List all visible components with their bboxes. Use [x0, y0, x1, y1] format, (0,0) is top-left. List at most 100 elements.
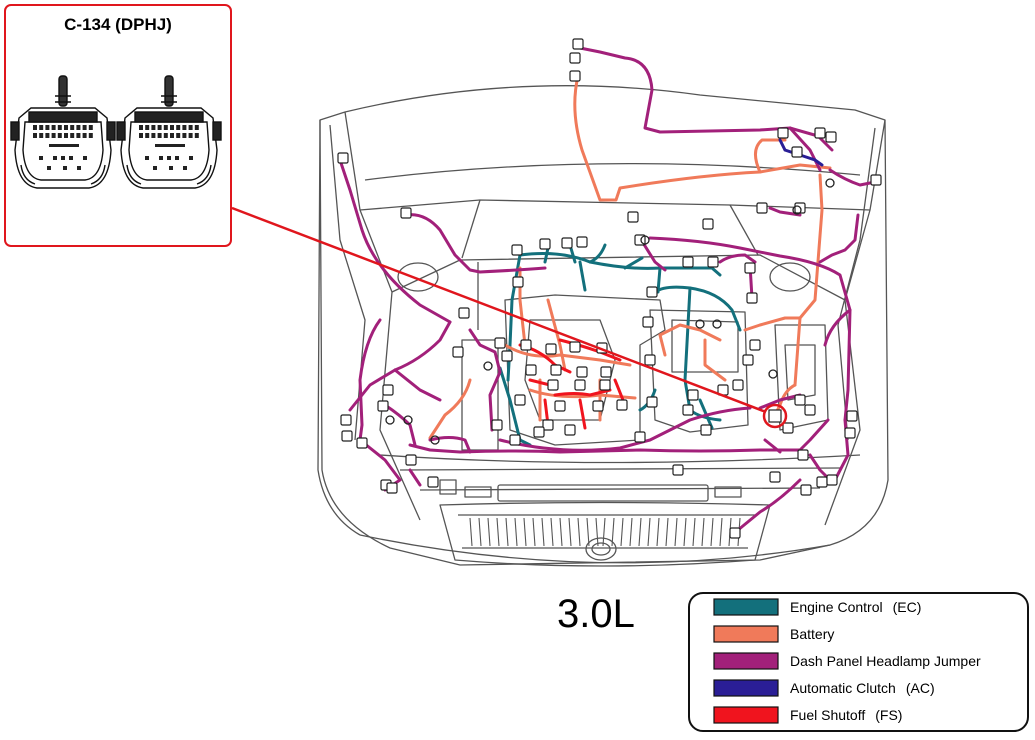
harness-connector[interactable] — [458, 307, 470, 319]
harness-connector[interactable] — [634, 234, 646, 246]
legend-swatch — [713, 679, 779, 697]
harness-connector[interactable] — [756, 202, 768, 214]
legend-label: Fuel Shutoff(FS) — [790, 707, 902, 723]
harness-connector[interactable] — [545, 343, 557, 355]
legend-swatch — [713, 706, 779, 724]
harness-connector[interactable] — [569, 341, 581, 353]
harness-connector[interactable] — [599, 379, 611, 391]
harness-connector[interactable] — [509, 434, 521, 446]
harness-connector[interactable] — [700, 424, 712, 436]
harness-connector[interactable] — [547, 379, 559, 391]
harness-connector[interactable] — [794, 394, 806, 406]
harness-connector[interactable] — [744, 262, 756, 274]
harness-connector[interactable] — [576, 366, 588, 378]
legend-swatch — [713, 625, 779, 643]
harness-connector[interactable] — [340, 414, 352, 426]
harness-connector[interactable] — [672, 464, 684, 476]
harness-connector[interactable] — [533, 426, 545, 438]
harness-connector[interactable] — [511, 244, 523, 256]
harness-connector[interactable] — [564, 424, 576, 436]
grille-slats — [469, 517, 741, 547]
ring-terminals — [385, 178, 835, 445]
harness-connector[interactable] — [816, 476, 828, 488]
legend-row: Automatic Clutch(AC) — [713, 679, 935, 697]
harness-connector[interactable] — [561, 237, 573, 249]
harness-connector[interactable] — [494, 337, 506, 349]
harness-connector[interactable] — [682, 404, 694, 416]
harness-connector[interactable] — [550, 364, 562, 376]
harness-connector[interactable] — [769, 471, 781, 483]
harness-connector[interactable] — [427, 476, 439, 488]
legend-swatch — [713, 598, 779, 616]
connector-view-right — [116, 75, 222, 189]
harness-connector[interactable] — [646, 286, 658, 298]
harness-connector[interactable] — [501, 350, 513, 362]
harness-connector[interactable] — [600, 366, 612, 378]
c-134-highlight-ring — [762, 403, 788, 429]
legend-row: Engine Control(EC) — [713, 598, 921, 616]
harness-connector[interactable] — [542, 419, 554, 431]
harness-connector[interactable] — [844, 427, 856, 439]
harness-connector[interactable] — [644, 354, 656, 366]
harness-connector[interactable] — [405, 454, 417, 466]
harness-connector[interactable] — [616, 399, 628, 411]
harness-connector[interactable] — [687, 389, 699, 401]
harness-connector[interactable] — [826, 474, 838, 486]
connector-view-left — [10, 75, 116, 189]
harness-connector[interactable] — [525, 364, 537, 376]
harness-connector[interactable] — [576, 236, 588, 248]
callout-title: C-134 (DPHJ) — [64, 15, 172, 34]
harness-connector[interactable] — [729, 527, 741, 539]
harness-battery — [428, 74, 832, 440]
c-134-connector[interactable] — [768, 409, 782, 423]
harness-connector[interactable] — [746, 292, 758, 304]
harness-connector[interactable] — [574, 379, 586, 391]
harness-connector[interactable] — [749, 339, 761, 351]
harness-connector[interactable] — [572, 38, 584, 50]
harness-connector[interactable] — [341, 430, 353, 442]
harness-connector[interactable] — [791, 146, 803, 158]
harness-connector[interactable] — [400, 207, 412, 219]
harness-connector[interactable] — [491, 419, 503, 431]
harness-connector[interactable] — [356, 437, 368, 449]
callout-leader-line — [231, 206, 767, 414]
harness-connector[interactable] — [825, 131, 837, 143]
legend-row: Fuel Shutoff(FS) — [713, 706, 902, 724]
harness-connector[interactable] — [627, 211, 639, 223]
harness-connector[interactable] — [592, 400, 604, 412]
harness-connector[interactable] — [814, 127, 826, 139]
harness-connector[interactable] — [337, 152, 349, 164]
harness-connector[interactable] — [634, 431, 646, 443]
harness-connector[interactable] — [514, 394, 526, 406]
harness-connector[interactable] — [386, 482, 398, 494]
harness-connector[interactable] — [382, 384, 394, 396]
harness-connector[interactable] — [742, 354, 754, 366]
legend-row: Battery — [713, 625, 834, 643]
harness-connector[interactable] — [804, 404, 816, 416]
harness-connector[interactable] — [569, 70, 581, 82]
harness-connector[interactable] — [646, 396, 658, 408]
harness-connector[interactable] — [569, 52, 581, 64]
harness-connector[interactable] — [797, 449, 809, 461]
harness-connector[interactable] — [777, 127, 789, 139]
harness-connector[interactable] — [539, 238, 551, 250]
harness-connector[interactable] — [554, 400, 566, 412]
harness-connector[interactable] — [452, 346, 464, 358]
harness-connector[interactable] — [520, 339, 532, 351]
callout-box: C-134 (DPHJ) — [4, 4, 232, 247]
harness-connector[interactable] — [377, 400, 389, 412]
harness-connector[interactable] — [707, 256, 719, 268]
harness-connector[interactable] — [846, 410, 858, 422]
harness-connector[interactable] — [682, 256, 694, 268]
harness-connector[interactable] — [800, 484, 812, 496]
harness-connector[interactable] — [702, 218, 714, 230]
harness-connector[interactable] — [782, 422, 794, 434]
harness-connector[interactable] — [642, 316, 654, 328]
engine-size-label: 3.0L — [557, 592, 635, 636]
harness-connector[interactable] — [870, 174, 882, 186]
harness-connector[interactable] — [732, 379, 744, 391]
legend-label: Battery — [790, 626, 834, 642]
harness-connector[interactable] — [512, 276, 524, 288]
connectors — [337, 38, 882, 539]
